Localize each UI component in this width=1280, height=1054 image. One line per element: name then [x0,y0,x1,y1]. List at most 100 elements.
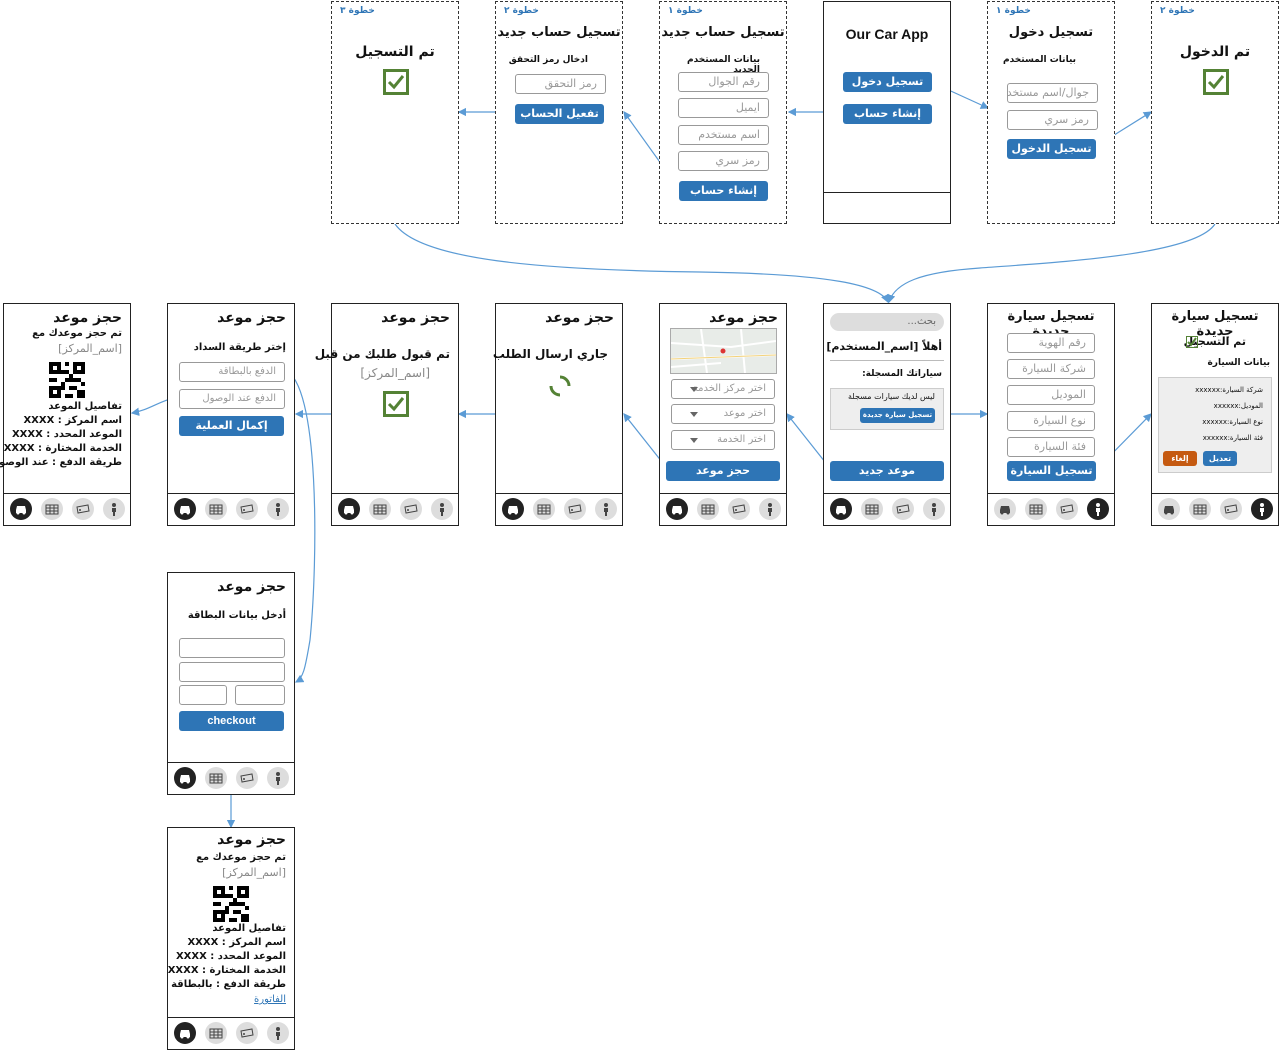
grid-icon[interactable] [41,498,63,520]
car-type-input[interactable]: نوع السيارة [1007,411,1095,431]
person-icon[interactable] [267,498,289,520]
check-icon [383,69,409,95]
car-icon[interactable] [830,498,852,520]
person-icon[interactable] [595,498,617,520]
create-account-button[interactable]: إنشاء حساب [679,181,768,201]
password-input[interactable]: رمز سري [1007,110,1098,130]
car-icon[interactable] [502,498,524,520]
check-icon [1203,69,1229,95]
ticket-icon[interactable] [1220,498,1242,520]
ticket-icon[interactable] [72,498,94,520]
screen-title: تسجيل دخول [1008,25,1094,40]
email-input[interactable]: ايميل [678,98,769,118]
car-detail-row: شركة السيارة:xxxxxx [1195,386,1263,394]
grid-icon[interactable] [205,767,227,789]
screen-payment-method: حجز موعد إختر طريقة السداد الدفع بالبطاق… [167,303,295,526]
person-icon[interactable] [1251,498,1273,520]
card-name-input[interactable] [179,662,285,682]
username-input[interactable]: جوال/اسم مستخدم [1007,83,1098,103]
select-service-dropdown[interactable]: اختر الخدمة [671,430,775,450]
bottom-nav [660,493,786,525]
checkout-button[interactable]: checkout [179,711,284,731]
bottom-nav [4,493,130,525]
car-class-input[interactable]: فئة السيارة [1007,437,1095,457]
detail-row: اسم المركز : XXXX [187,937,286,948]
bottom-nav [168,1017,294,1049]
search-input[interactable]: بحث... [830,313,944,331]
id-number-input[interactable]: رقم الهوية [1007,333,1095,353]
qr-code-icon [213,886,249,926]
model-input[interactable]: الموديل [1007,385,1095,405]
select-center-dropdown[interactable]: اختر مركز الخدمة [671,379,775,399]
create-account-button[interactable]: إنشاء حساب [843,104,932,124]
screen-title: تسجيل سيارة جديدة [1171,309,1259,339]
username-input[interactable]: اسم مستخدم [678,125,769,145]
ticket-icon[interactable] [236,498,258,520]
phone-input[interactable]: رقم الجوال [678,72,769,92]
login-button[interactable]: تسجيل دخول [843,72,932,92]
card-expiry-input[interactable] [179,685,227,705]
car-icon[interactable] [666,498,688,520]
car-icon[interactable] [338,498,360,520]
grid-icon[interactable] [1189,498,1211,520]
register-car-button[interactable]: تسجيل سيارة جديدة [860,408,935,423]
grid-icon[interactable] [369,498,391,520]
bottom-nav [1152,493,1278,525]
book-button[interactable]: حجز موعد [666,461,780,481]
ticket-icon[interactable] [236,767,258,789]
person-icon[interactable] [759,498,781,520]
car-icon[interactable] [994,498,1016,520]
person-icon[interactable] [431,498,453,520]
person-icon[interactable] [923,498,945,520]
cancel-button[interactable]: إلغاء [1163,451,1197,466]
screen-request-accepted: حجز موعد تم قبول طلبك من قبل [اسم_المركز… [315,303,459,526]
ticket-icon[interactable] [236,1022,258,1044]
car-data-heading: بيانات السيارة [1207,358,1270,368]
edit-button[interactable]: تعديل [1203,451,1237,466]
divider [830,360,944,361]
activate-account-button[interactable]: تفعيل الحساب [515,104,604,124]
person-icon[interactable] [267,767,289,789]
grid-icon[interactable] [205,1022,227,1044]
details-heading: تفاصيل الموعد [212,923,286,934]
ticket-icon[interactable] [728,498,750,520]
screen-title: حجز موعد [545,310,614,326]
ticket-icon[interactable] [892,498,914,520]
verify-code-input[interactable]: رمز التحقق [515,74,606,94]
card-cvv-input[interactable] [235,685,285,705]
complete-button[interactable]: إكمال العملية [179,416,284,436]
car-icon[interactable] [174,498,196,520]
person-icon[interactable] [1087,498,1109,520]
car-icon[interactable] [1158,498,1180,520]
person-icon[interactable] [103,498,125,520]
register-car-submit-button[interactable]: تسجيل السيارة [1007,461,1096,481]
grid-icon[interactable] [697,498,719,520]
ticket-icon[interactable] [400,498,422,520]
car-icon[interactable] [174,1022,196,1044]
select-time-dropdown[interactable]: اختر موعد [671,404,775,424]
card-number-input[interactable] [179,638,285,658]
section-label: بيانات المستخدم الجديد [687,55,760,75]
ticket-icon[interactable] [564,498,586,520]
password-input[interactable]: رمز سري [678,151,769,171]
ticket-icon[interactable] [1056,498,1078,520]
new-appointment-button[interactable]: موعد جديد [830,461,944,481]
grid-icon[interactable] [1025,498,1047,520]
pay-on-arrival-option[interactable]: الدفع عند الوصول [179,389,285,409]
grid-icon[interactable] [533,498,555,520]
pay-by-card-option[interactable]: الدفع بالبطاقة [179,362,285,382]
bottom-nav [824,493,950,525]
car-icon[interactable] [10,498,32,520]
car-company-input[interactable]: شركة السيارة [1007,359,1095,379]
cars-heading: سياراتك المسجلة: [862,369,942,379]
screen-title: حجز موعد [53,310,122,326]
screen-register: خطوة ١ تسجيل حساب جديد بيانات المستخدم ا… [659,1,787,224]
grid-icon[interactable] [861,498,883,520]
login-submit-button[interactable]: تسجيل الدخول [1007,139,1096,159]
car-icon[interactable] [174,767,196,789]
grid-icon[interactable] [205,498,227,520]
screen-verify-code: خطوة ٢ تسجيل حساب جديد ادخال رمز التحقق … [495,1,623,224]
invoice-link[interactable]: الفاتورة [254,994,286,1005]
screen-app-home: Our Car App تسجيل دخول إنشاء حساب [823,1,951,224]
person-icon[interactable] [267,1022,289,1044]
